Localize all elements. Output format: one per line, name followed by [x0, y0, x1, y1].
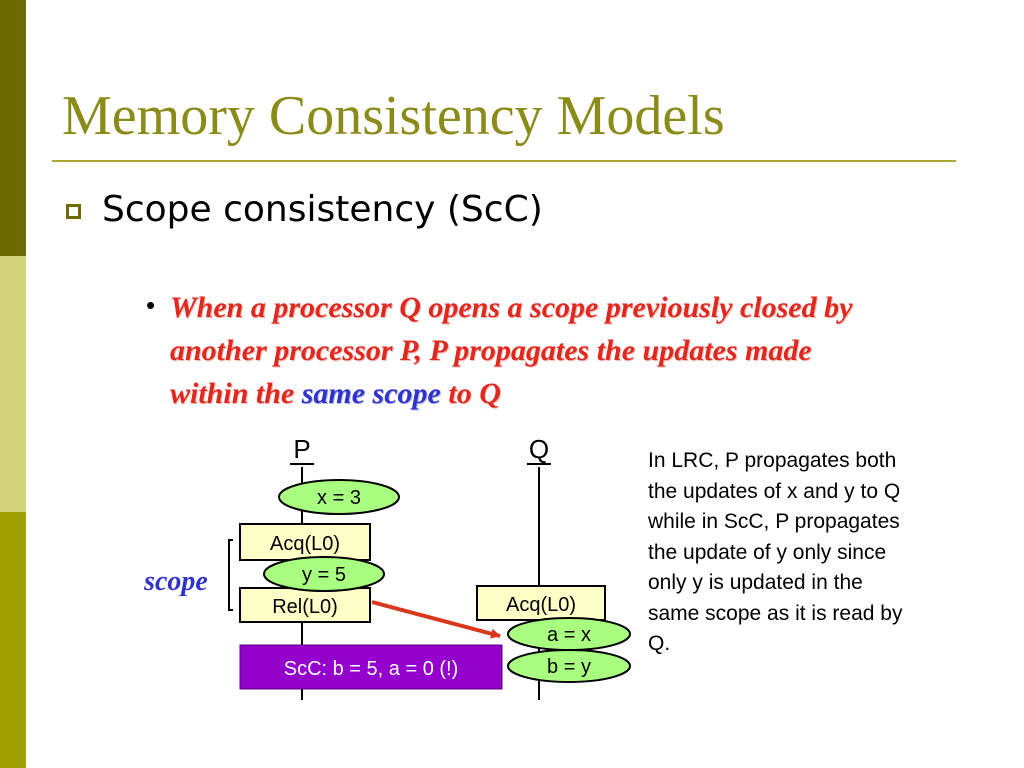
- op-p-write-y-label: y = 5: [302, 564, 346, 586]
- op-p-release-label: Rel(L0): [272, 596, 338, 618]
- scope-bracket: [228, 539, 233, 611]
- explanation-note: In LRC, P propagates both the updates of…: [648, 449, 903, 655]
- propagation-arrow: [371, 600, 501, 639]
- side-bar-top: [0, 0, 26, 256]
- slide-title: Memory Consistency Models: [62, 85, 725, 147]
- op-p-acquire-label: Acq(L0): [270, 533, 340, 555]
- sub-bullet-part1: When a processor Q opens a scope previou…: [170, 291, 853, 410]
- side-bar-bottom: [0, 512, 26, 768]
- op-q-acquire-label: Acq(L0): [506, 594, 576, 616]
- title-underline: [52, 160, 956, 162]
- op-p-write-x: [278, 479, 400, 515]
- op-p-write-x-label: x = 3: [317, 487, 361, 509]
- scope-label: scope: [143, 566, 208, 597]
- bullet-text: Scope consistency (ScC): [102, 189, 543, 230]
- bullet-square-icon: [66, 204, 81, 219]
- processor-q-label: Q: [529, 434, 549, 464]
- op-q-acquire: [476, 585, 606, 621]
- op-q-read-x-label: a = x: [547, 624, 591, 646]
- op-p-write-y: [263, 556, 385, 592]
- op-q-read-y-label: b = y: [547, 656, 591, 678]
- sub-bullet-text: When a processor Q opens a scope previou…: [170, 286, 890, 415]
- sub-bullet-part2: to Q: [440, 377, 501, 410]
- op-q-read-y: [507, 649, 631, 683]
- sub-bullet-emphasis: same scope: [301, 377, 441, 410]
- processor-p-label: P: [293, 434, 310, 464]
- op-p-acquire: [239, 523, 371, 561]
- result-box: [239, 644, 503, 690]
- result-box-label: ScC: b = 5, a = 0 (!): [284, 658, 459, 680]
- sub-bullet-dot-icon: •: [146, 290, 156, 320]
- side-bar-middle: [0, 256, 26, 512]
